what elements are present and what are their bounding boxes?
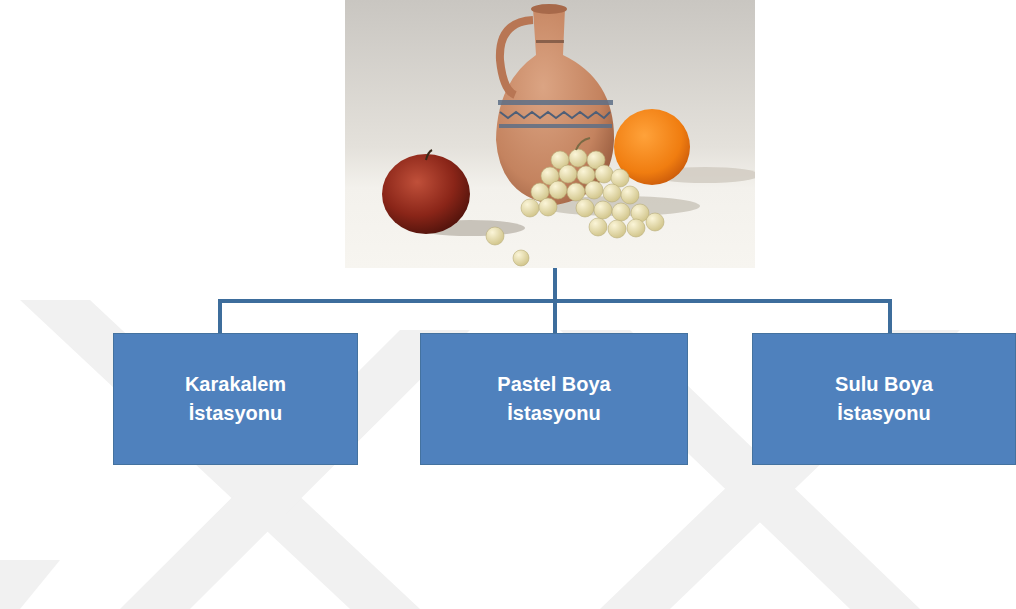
station-label: Pastel Boya İstasyonu <box>479 370 629 428</box>
station-label: Karakalem İstasyonu <box>161 370 311 428</box>
station-box: Karakalem İstasyonu <box>113 333 358 465</box>
tree-bracket <box>220 268 890 334</box>
station-box: Pastel Boya İstasyonu <box>420 333 688 465</box>
still-life-photo <box>345 0 755 268</box>
station-label: Sulu Boya İstasyonu <box>809 370 959 428</box>
station-box: Sulu Boya İstasyonu <box>752 333 1016 465</box>
